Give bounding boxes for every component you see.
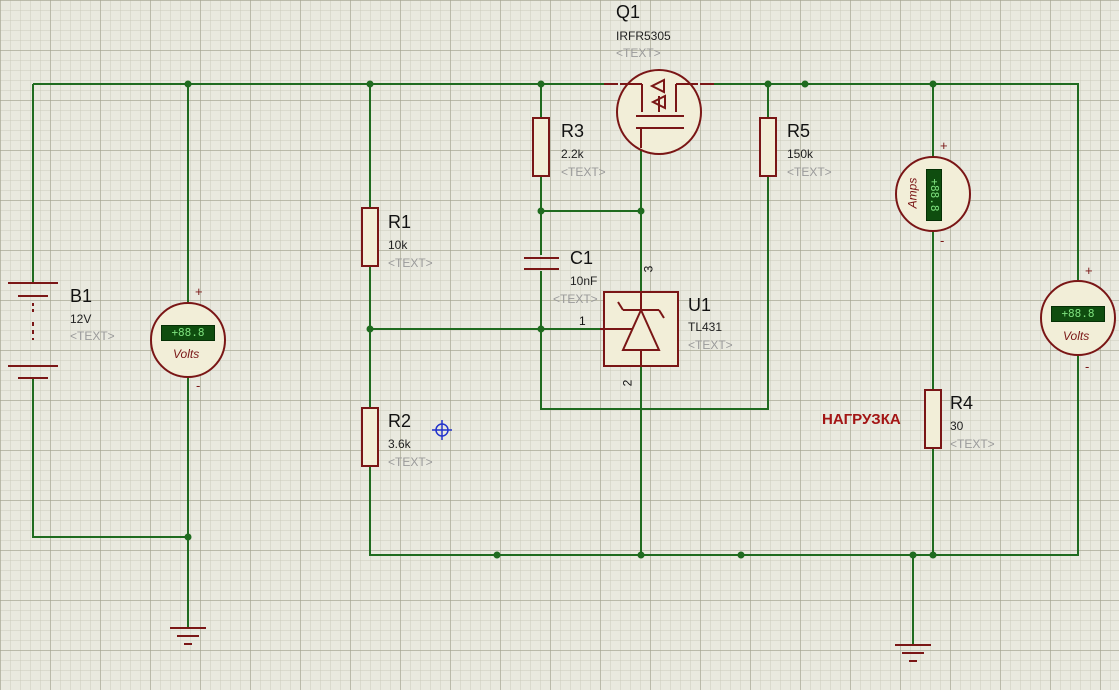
r4-text: <TEXT> (950, 437, 995, 451)
r3-value: 2.2k (561, 147, 584, 161)
voltmeter-1-display: +88.8 (161, 325, 215, 341)
ammeter-plus: + (940, 138, 948, 153)
crosshair-cursor-icon (432, 420, 452, 440)
r5-text: <TEXT> (787, 165, 832, 179)
voltmeter-2-minus: - (1085, 359, 1090, 374)
u1-pin-3: 3 (641, 265, 656, 273)
mosfet-q1[interactable] (604, 69, 714, 155)
ammeter-display: +88.8 (926, 169, 942, 221)
voltmeter-2-label: Volts (1063, 329, 1090, 343)
wire-top-rail-right (712, 83, 1079, 280)
ammeter-label: Amps (905, 177, 920, 209)
voltmeter-1-plus: + (195, 284, 203, 299)
voltmeter-1-minus: - (196, 378, 201, 393)
load-label: НАГРУЗКА (822, 411, 901, 428)
q1-value: IRFR5305 (616, 29, 671, 43)
junctions (184, 80, 937, 559)
q1-text: <TEXT> (616, 46, 661, 60)
r1-ref: R1 (388, 212, 412, 232)
shunt-regulator-u1[interactable] (600, 291, 679, 367)
resistor-r5[interactable] (759, 117, 777, 177)
r2-value: 3.6k (388, 437, 411, 451)
q1-ref: Q1 (616, 2, 641, 22)
ground-symbol-1 (170, 627, 206, 645)
b1-ref: B1 (70, 286, 93, 306)
wires (32, 83, 1079, 645)
ammeter-minus: - (940, 233, 945, 248)
resistor-r1[interactable] (361, 207, 379, 267)
battery-b1[interactable] (8, 282, 58, 379)
r4-value: 30 (950, 419, 964, 433)
r1-text: <TEXT> (388, 256, 433, 270)
u1-ref: U1 (688, 295, 712, 315)
r5-value: 150k (787, 147, 814, 161)
r5-ref: R5 (787, 121, 811, 141)
u1-pin-2: 2 (620, 379, 635, 387)
c1-value: 10nF (570, 274, 598, 288)
resistor-r2[interactable] (361, 407, 379, 467)
r3-ref: R3 (561, 121, 585, 141)
resistor-r4[interactable] (924, 389, 942, 449)
u1-text: <TEXT> (688, 338, 733, 352)
u1-value: TL431 (688, 320, 723, 334)
c1-ref: C1 (570, 248, 594, 268)
voltmeter-2-display: +88.8 (1051, 306, 1105, 322)
wire-b1-bottom (32, 378, 188, 538)
r4-ref: R4 (950, 393, 974, 413)
capacitor-c1[interactable] (524, 257, 559, 270)
r2-text: <TEXT> (388, 455, 433, 469)
voltmeter-1-label: Volts (173, 347, 200, 361)
wire-r2-bottom (369, 355, 1079, 556)
resistor-r3[interactable] (532, 117, 550, 177)
c1-text: <TEXT> (553, 292, 598, 306)
wire-c1-bottom (540, 176, 769, 410)
ground-symbol-2 (895, 644, 931, 662)
r2-ref: R2 (388, 411, 412, 431)
voltmeter-2-plus: + (1085, 263, 1093, 278)
b1-text: <TEXT> (70, 329, 115, 343)
b1-value: 12V (70, 312, 92, 326)
r3-text: <TEXT> (561, 165, 606, 179)
u1-pin-1: 1 (579, 314, 586, 328)
r1-value: 10k (388, 238, 408, 252)
